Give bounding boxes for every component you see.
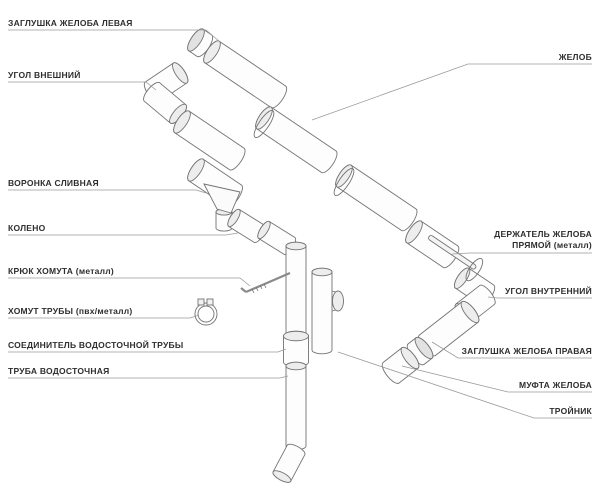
leader-left-2 xyxy=(8,81,157,91)
label-gutter-bracket-line1: ДЕРЖАТЕЛЬ ЖЕЛОБА xyxy=(494,229,592,239)
leader-left-4 xyxy=(8,232,239,236)
label-pipe-connector: СОЕДИНИТЕЛЬ ВОДОСТОЧНОЙ ТРУБЫ xyxy=(8,340,184,350)
label-gutter-end-cap-left: ЗАГЛУШКА ЖЕЛОБА ЛЕВАЯ xyxy=(8,18,133,28)
leader-right-1 xyxy=(311,63,592,121)
gutter-end-cap-right xyxy=(406,336,434,366)
downpipe-lower xyxy=(285,361,307,451)
leader-right-6 xyxy=(337,351,592,419)
leader-left-6 xyxy=(8,314,200,319)
gutter-joint-ring xyxy=(253,109,275,139)
gutter-section xyxy=(173,110,246,171)
downpipe-upper xyxy=(285,241,307,337)
leader-left-5 xyxy=(8,277,251,287)
label-outer-corner: УГОЛ ВНЕШНИЙ xyxy=(8,70,81,80)
label-clamp-hook: КРЮК ХОМУТА (металл) xyxy=(8,266,115,276)
clamp-hook-icon xyxy=(240,271,291,294)
label-gutter-bracket: ДЕРЖАТЕЛЬ ЖЕЛОБА ПРЯМОЙ (металл) xyxy=(494,229,592,251)
funnel-cone xyxy=(203,183,241,214)
detail-layer xyxy=(194,109,484,326)
pipe-connector xyxy=(283,330,309,368)
gutter-section xyxy=(203,40,288,109)
label-gutter-end-cap-right: ЗАГЛУШКА ЖЕЛОБА ПРАВАЯ xyxy=(461,346,592,356)
gutter-section xyxy=(405,220,460,269)
gutter-joint-ring xyxy=(333,167,355,197)
gutter-bracket-icon xyxy=(428,235,484,282)
gutter-section xyxy=(418,300,480,357)
leader-left-7 xyxy=(8,348,287,353)
label-drain-funnel: ВОРОНКА СЛИВНАЯ xyxy=(8,178,99,188)
leader-left-8 xyxy=(8,375,289,379)
leader-right-5 xyxy=(401,365,592,393)
label-downpipe: ТРУБА ВОДОСТОЧНАЯ xyxy=(8,366,110,376)
leader-left-3 xyxy=(8,189,207,194)
leader-right-3 xyxy=(487,296,592,299)
label-elbow: КОЛЕНО xyxy=(8,223,46,233)
leader-right-2 xyxy=(451,252,592,255)
label-gutter-coupling: МУФТА ЖЕЛОБА xyxy=(519,380,592,390)
leader-lines xyxy=(8,29,592,419)
gutter-end-cap-left xyxy=(187,28,214,58)
label-tee: ТРОЙНИК xyxy=(549,406,592,416)
label-pipe-clamp: ХОМУТ ТРУБЫ (пвх/металл) xyxy=(8,306,133,316)
label-gutter: ЖЕЛОБ xyxy=(558,52,592,62)
tee-body xyxy=(311,267,333,355)
leader-left-1 xyxy=(8,29,221,43)
downpipe-outlet-elbow xyxy=(272,443,306,483)
tee-branch-opening xyxy=(332,290,344,312)
gutter-coupling xyxy=(381,346,420,384)
gutter-section xyxy=(335,164,418,232)
parts-layer xyxy=(143,28,496,483)
outer-corner-arm xyxy=(143,81,187,124)
pipe-clamp-icon xyxy=(194,298,218,326)
leader-right-4 xyxy=(431,341,592,359)
label-gutter-bracket-line2: ПРЯМОЙ (металл) xyxy=(512,240,592,250)
label-inner-corner: УГОЛ ВНУТРЕННИЙ xyxy=(504,286,592,296)
